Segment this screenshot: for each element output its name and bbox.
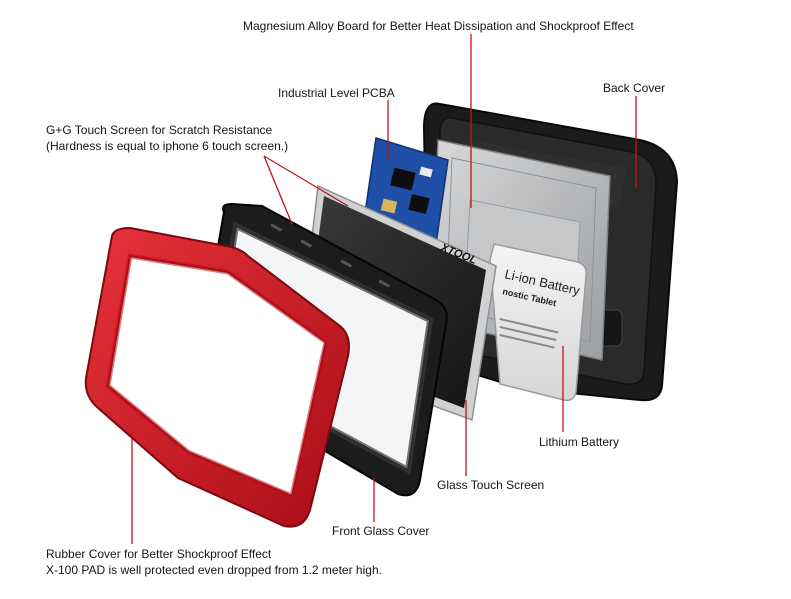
label-rubber-cover-line1: Rubber Cover for Better Shockproof Effec… [46,547,272,561]
label-touch-screen-line1: G+G Touch Screen for Scratch Resistance [46,123,273,137]
rubber-cover-part [84,226,350,528]
label-back-cover: Back Cover [603,81,666,95]
label-front-glass-cover: Front Glass Cover [332,524,430,538]
label-glass-touch-screen: Glass Touch Screen [437,478,545,492]
label-rubber-cover-line2: X-100 PAD is well protected even dropped… [46,563,382,577]
label-magnesium-board: Magnesium Alloy Board for Better Heat Di… [243,19,634,33]
label-touch-screen-line2: (Hardness is equal to iphone 6 touch scr… [46,139,289,153]
lithium-battery-part: Li-ion Battery nostic Tablet [489,243,588,402]
label-pcba: Industrial Level PCBA [278,86,395,100]
leader-lines [131,34,637,544]
label-lithium-battery: Lithium Battery [539,435,620,449]
